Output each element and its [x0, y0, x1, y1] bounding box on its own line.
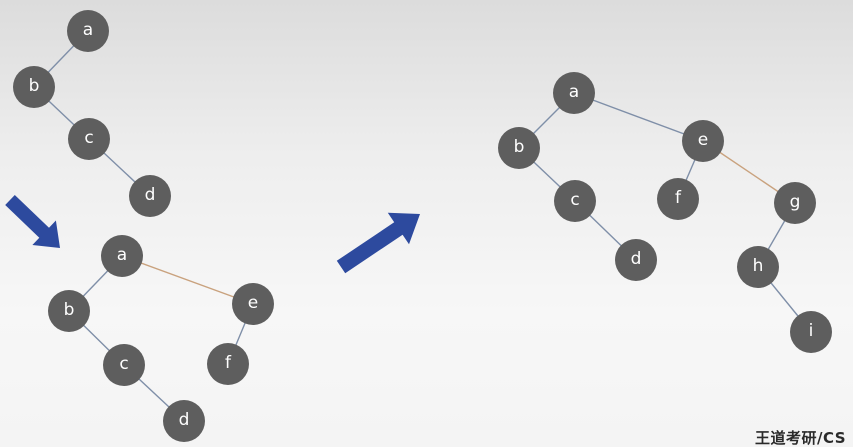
tree-3-node-i: i — [790, 311, 832, 353]
tree-3-node-c: c — [554, 180, 596, 222]
tree-2-node-f: f — [207, 343, 249, 385]
tree-1-node-circle-c — [68, 118, 110, 160]
tree-3-node-label-i: i — [809, 321, 814, 341]
tree-3-node-label-c: c — [570, 190, 579, 210]
tree-3-node-label-g: g — [790, 192, 801, 212]
tree-2-node-circle-d — [163, 400, 205, 442]
tree-3-node-circle-d — [615, 239, 657, 281]
tree-3-node-circle-i — [790, 311, 832, 353]
tree-1-node-circle-b — [13, 66, 55, 108]
tree-2-node-circle-c — [103, 344, 145, 386]
tree-3-node-d: d — [615, 239, 657, 281]
arrow-up-right-icon — [336, 212, 420, 274]
tree-2-node-c: c — [103, 344, 145, 386]
tree-3-node-label-f: f — [675, 188, 682, 208]
tree-2-node-d: d — [163, 400, 205, 442]
tree-1-node-a: a — [67, 10, 109, 52]
tree-3-node-circle-e — [682, 120, 724, 162]
tree-3-node-label-b: b — [514, 137, 525, 157]
tree-1-node-d: d — [129, 175, 171, 217]
tree-2-node-label-f: f — [225, 353, 232, 373]
tree-2-node-circle-e — [232, 283, 274, 325]
tree-1-node-circle-d — [129, 175, 171, 217]
tree-3-node-g: g — [774, 182, 816, 224]
tree-3-node-label-e: e — [698, 130, 708, 150]
tree-1-node-b: b — [13, 66, 55, 108]
tree-2-node-b: b — [48, 290, 90, 332]
tree-2-node-e: e — [232, 283, 274, 325]
tree-1-node-c: c — [68, 118, 110, 160]
tree-3-node-label-d: d — [631, 249, 642, 269]
tree-3-node-circle-c — [554, 180, 596, 222]
nodes-layer: a b c d a b c d e f a b c d e f g h i — [13, 10, 832, 442]
tree-3-node-circle-b — [498, 127, 540, 169]
arrows-layer — [5, 195, 420, 274]
tree-3-node-b: b — [498, 127, 540, 169]
arrow-down-right-icon — [5, 195, 60, 248]
tree-3-node-circle-f — [657, 178, 699, 220]
tree-3-node-label-h: h — [753, 256, 764, 276]
tree-3-node-circle-a — [553, 72, 595, 114]
tree-1-node-circle-a — [67, 10, 109, 52]
watermark-text: 王道考研/CS — [755, 429, 847, 447]
tree-2-node-circle-a — [101, 235, 143, 277]
tree-1-node-label-a: a — [83, 20, 93, 40]
tree-2-edge-a-e — [121, 255, 254, 305]
tree-3-node-f: f — [657, 178, 699, 220]
tree-2-node-circle-b — [48, 290, 90, 332]
tree-3-node-e: e — [682, 120, 724, 162]
tree-2-node-label-d: d — [179, 410, 190, 430]
tree-1-node-label-b: b — [29, 76, 40, 96]
tree-1-node-label-d: d — [145, 185, 156, 205]
tree-2-node-label-e: e — [248, 293, 258, 313]
tree-2-node-circle-f — [207, 343, 249, 385]
tree-3-node-h: h — [737, 246, 779, 288]
tree-3-node-circle-h — [737, 246, 779, 288]
tree-3-edge-a-e — [573, 92, 704, 142]
tree-2-node-label-a: a — [117, 245, 127, 265]
edges-layer — [33, 30, 812, 422]
tree-1-node-label-c: c — [84, 128, 93, 148]
tree-3-node-label-a: a — [569, 82, 579, 102]
tree-3-node-a: a — [553, 72, 595, 114]
tree-2-node-label-b: b — [64, 300, 75, 320]
tree-2-node-label-c: c — [119, 354, 128, 374]
tree-2-node-a: a — [101, 235, 143, 277]
tree-3-node-circle-g — [774, 182, 816, 224]
